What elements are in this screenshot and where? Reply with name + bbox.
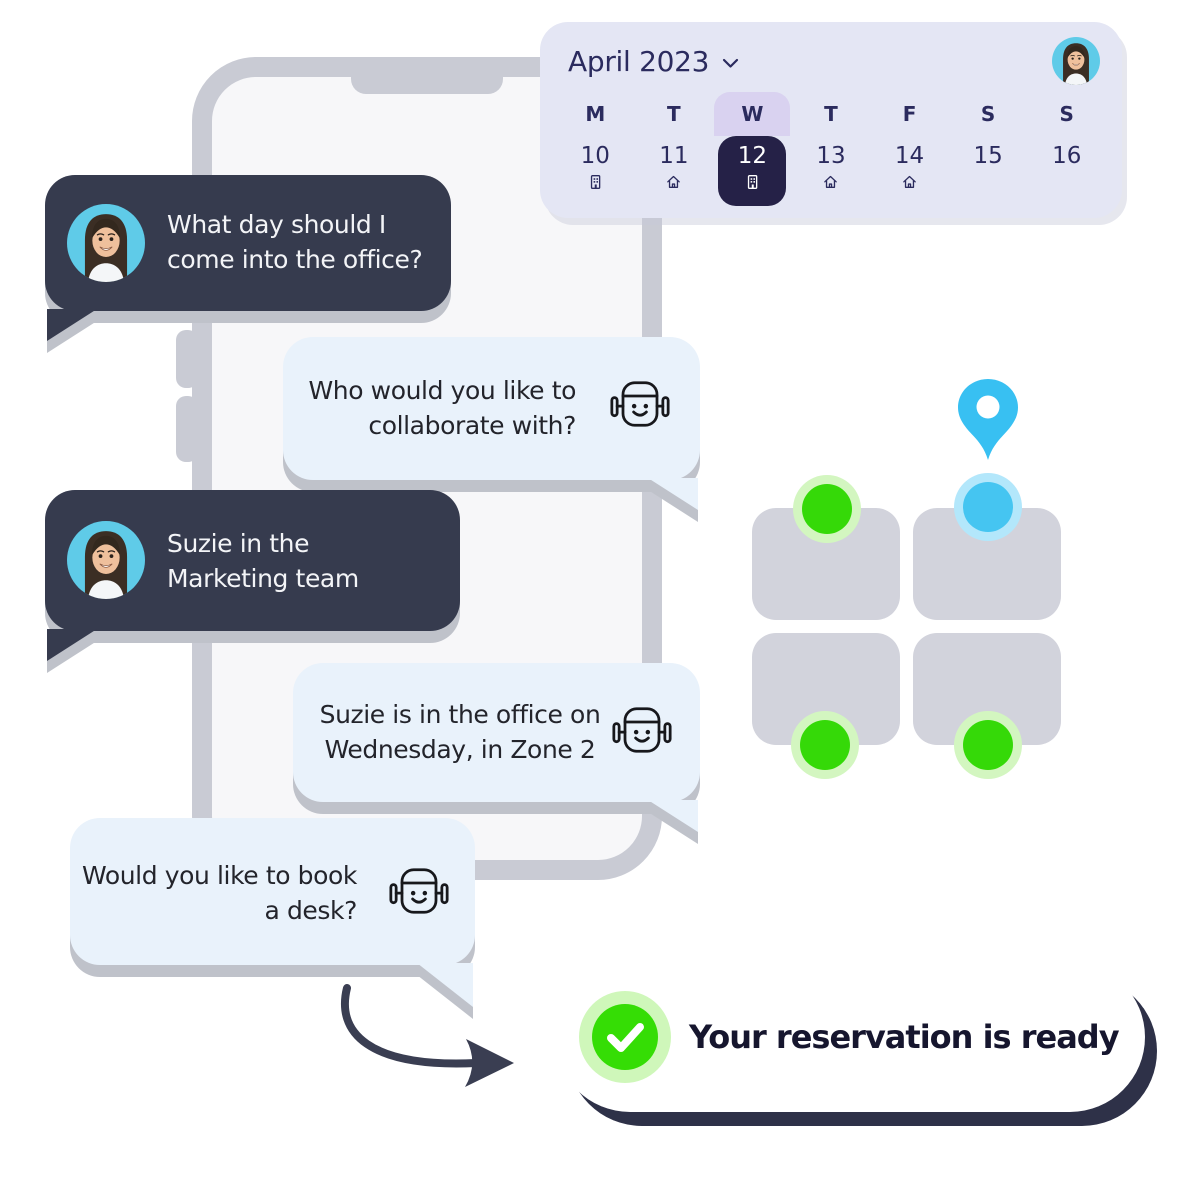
chat-message-bot-2: Suzie is in the office on Wednesday, in … bbox=[293, 663, 700, 832]
calendar-column-friday: F 14 bbox=[870, 92, 949, 206]
message-text: Suzie in the Marketing team bbox=[167, 529, 359, 593]
message-text: Who would you like to collaborate with? bbox=[308, 376, 576, 440]
desk-available-dot bbox=[791, 711, 859, 779]
day-label: W bbox=[714, 92, 791, 136]
robot-icon bbox=[385, 860, 453, 926]
date-cell[interactable]: 10 bbox=[561, 136, 629, 206]
user-avatar bbox=[67, 521, 145, 599]
home-icon bbox=[901, 173, 918, 191]
bubble-tail bbox=[47, 629, 97, 661]
date-number: 10 bbox=[580, 143, 610, 169]
date-number: 11 bbox=[659, 143, 689, 169]
calendar-column-tuesday: T 11 bbox=[635, 92, 714, 206]
calendar-column-thursday: T 13 bbox=[792, 92, 871, 206]
chat-message-bot-3: Would you like to book a desk? bbox=[70, 818, 475, 1007]
location-pin-icon bbox=[957, 378, 1019, 466]
desk-available-dot bbox=[954, 711, 1022, 779]
calendar-column-saturday: S 15 bbox=[949, 92, 1028, 206]
message-text: Would you like to book a desk? bbox=[81, 861, 357, 925]
user-avatar bbox=[67, 204, 145, 282]
calendar-card: April 2023 M bbox=[540, 22, 1122, 218]
user-avatar-icon bbox=[67, 521, 145, 599]
building-icon bbox=[744, 173, 761, 191]
calendar-column-wednesday: W 12 bbox=[713, 92, 792, 206]
arrow-doodle bbox=[330, 980, 530, 1102]
date-cell[interactable]: 16 bbox=[1033, 136, 1101, 206]
desk-selected-dot bbox=[954, 473, 1022, 541]
day-label: M bbox=[585, 102, 606, 126]
chat-message-user-1: What day should I come into the office? bbox=[45, 175, 451, 341]
building-icon bbox=[587, 173, 604, 191]
message-text: What day should I come into the office? bbox=[167, 210, 423, 274]
day-label: F bbox=[902, 102, 917, 126]
date-number: 13 bbox=[816, 143, 846, 169]
reservation-toast: Your reservation is ready bbox=[555, 962, 1145, 1112]
desk-available-dot bbox=[793, 475, 861, 543]
chevron-down-icon bbox=[723, 58, 739, 68]
check-circle-icon bbox=[579, 991, 671, 1083]
home-icon bbox=[822, 173, 839, 191]
robot-icon bbox=[608, 699, 676, 765]
profile-avatar[interactable] bbox=[1052, 37, 1100, 85]
calendar-week-grid: M 10 T 11 W bbox=[556, 92, 1106, 206]
calendar-column-monday: M 10 bbox=[556, 92, 635, 206]
bubble-tail bbox=[47, 309, 97, 341]
date-number: 16 bbox=[1052, 143, 1082, 169]
robot-icon bbox=[606, 373, 674, 439]
date-cell[interactable]: 15 bbox=[954, 136, 1022, 206]
user-avatar-icon bbox=[1052, 37, 1100, 85]
date-number: 15 bbox=[973, 143, 1003, 169]
chat-message-user-2: Suzie in the Marketing team bbox=[45, 490, 460, 661]
reservation-text: Your reservation is ready bbox=[689, 1018, 1120, 1056]
date-cell[interactable]: 13 bbox=[797, 136, 865, 206]
date-cell-selected[interactable]: 12 bbox=[718, 136, 787, 206]
calendar-column-sunday: S 16 bbox=[1027, 92, 1106, 206]
day-label: T bbox=[824, 102, 838, 126]
message-text: Suzie is in the office on Wednesday, in … bbox=[319, 700, 601, 764]
month-dropdown[interactable]: April 2023 bbox=[568, 45, 739, 78]
day-label: S bbox=[980, 102, 996, 126]
date-number: 12 bbox=[737, 143, 768, 169]
user-avatar-icon bbox=[67, 204, 145, 282]
date-number: 14 bbox=[894, 143, 925, 169]
home-icon bbox=[665, 173, 682, 191]
day-label: S bbox=[1059, 102, 1074, 126]
date-cell[interactable]: 11 bbox=[640, 136, 708, 206]
month-label: April 2023 bbox=[568, 44, 710, 78]
phone-notch bbox=[351, 77, 503, 94]
day-label: T bbox=[667, 102, 681, 126]
chat-message-bot-1: Who would you like to collaborate with? bbox=[283, 337, 700, 510]
calendar-header: April 2023 bbox=[568, 36, 1100, 86]
date-cell[interactable]: 14 bbox=[876, 136, 944, 206]
